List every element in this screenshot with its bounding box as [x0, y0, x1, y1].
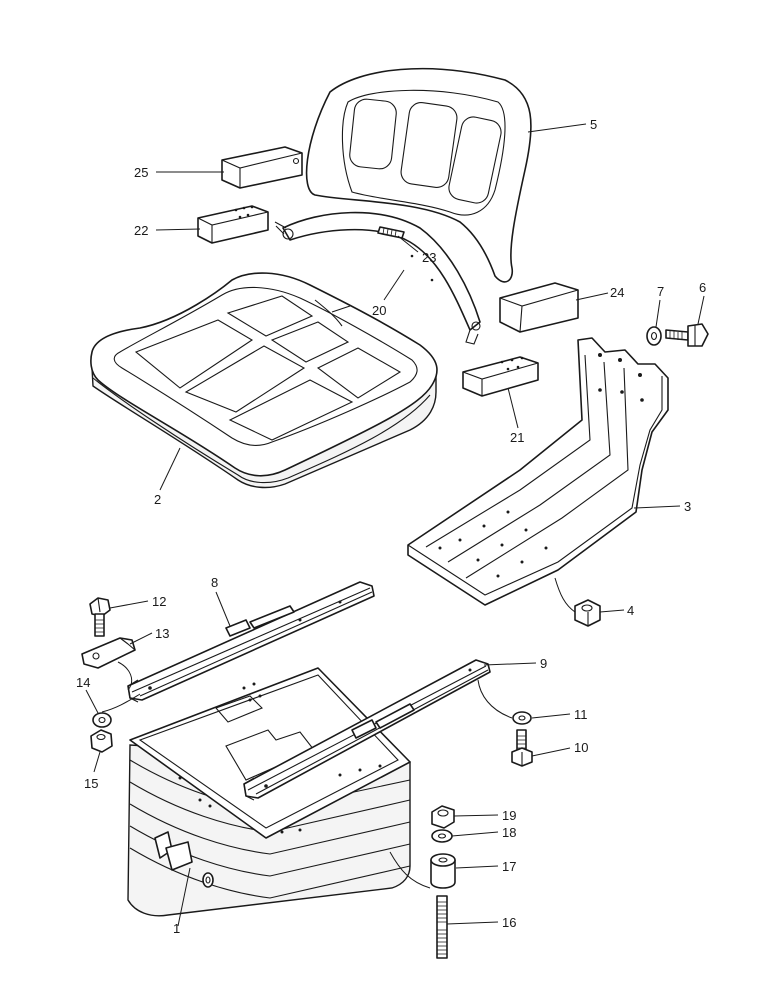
callout-25: 25 — [134, 165, 148, 180]
slide-rail-right — [243, 659, 491, 801]
seat-cushion — [90, 272, 438, 489]
bolt-12 — [89, 597, 111, 637]
leader-14 — [85, 689, 99, 714]
callout-21: 21 — [510, 430, 524, 445]
leader-7 — [655, 299, 661, 328]
callout-18: 18 — [502, 825, 516, 840]
leader-12 — [109, 600, 149, 609]
callout-labels: 5 25 22 23 20 24 7 6 21 2 3 4 8 12 13 9 … — [76, 117, 706, 936]
stud-16 — [436, 895, 448, 959]
clip-plate — [81, 637, 136, 669]
leader-5 — [527, 123, 587, 133]
suspension-base — [127, 667, 411, 917]
callout-7: 7 — [657, 284, 664, 299]
leader-22 — [155, 228, 201, 231]
leader-3 — [633, 505, 681, 509]
leader-13 — [129, 632, 153, 645]
seat-pan-bracket — [407, 337, 669, 606]
stud-guide — [389, 851, 431, 889]
armrest-pad-upper — [221, 146, 303, 189]
leader-24 — [575, 292, 609, 301]
leader-16 — [446, 921, 499, 925]
callout-22: 22 — [134, 223, 148, 238]
leader-11 — [531, 713, 571, 719]
callout-3: 3 — [684, 499, 691, 514]
callout-9: 9 — [540, 656, 547, 671]
leader-15 — [93, 751, 101, 773]
washer-14 — [92, 712, 112, 728]
leader-21 — [507, 387, 519, 429]
leader-19 — [453, 814, 499, 817]
callout-20: 20 — [372, 303, 386, 318]
nut-4 — [574, 599, 601, 627]
leader-17 — [455, 865, 499, 869]
callout-14: 14 — [76, 675, 90, 690]
callout-5: 5 — [590, 117, 597, 132]
nut-15 — [90, 729, 113, 753]
callout-13: 13 — [155, 626, 169, 641]
callout-19: 19 — [502, 808, 516, 823]
callout-24: 24 — [610, 285, 624, 300]
nut-4-guide — [554, 577, 576, 613]
armrest-bracket-left — [197, 205, 269, 244]
washer-11 — [512, 711, 532, 725]
leader-20 — [383, 269, 405, 301]
callout-12: 12 — [152, 594, 166, 609]
armrest-pad-right — [499, 282, 579, 333]
bolt-6 — [665, 323, 709, 347]
spacer-17 — [430, 853, 456, 889]
leader-6 — [697, 295, 705, 325]
leader-23 — [397, 235, 419, 253]
leader-9 — [483, 662, 537, 666]
callout-17: 17 — [502, 859, 516, 874]
backrest — [305, 67, 532, 283]
washer-7 — [646, 326, 662, 346]
leader-18 — [451, 831, 499, 837]
leader-8 — [215, 591, 231, 627]
callout-16: 16 — [502, 915, 516, 930]
pin — [377, 226, 405, 239]
leader-4 — [599, 609, 625, 613]
rail-right-guide — [477, 679, 513, 719]
leader-1 — [177, 867, 191, 927]
rail-left-guide — [101, 661, 141, 713]
armrest-bracket-right — [462, 356, 539, 397]
callout-10: 10 — [574, 740, 588, 755]
leader-lines — [85, 123, 705, 927]
callout-6: 6 — [699, 280, 706, 295]
leader-2 — [159, 447, 181, 491]
leader-10 — [531, 747, 571, 757]
callout-23: 23 — [422, 250, 436, 265]
callout-11: 11 — [574, 707, 588, 722]
callout-1: 1 — [173, 921, 180, 936]
nut-19 — [431, 805, 455, 829]
callout-8: 8 — [211, 575, 218, 590]
callout-15: 15 — [84, 776, 98, 791]
bolt-10 — [511, 729, 533, 767]
callout-4: 4 — [627, 603, 634, 618]
callout-2: 2 — [154, 492, 161, 507]
slide-rail-left — [127, 581, 375, 703]
washer-18 — [431, 829, 453, 843]
